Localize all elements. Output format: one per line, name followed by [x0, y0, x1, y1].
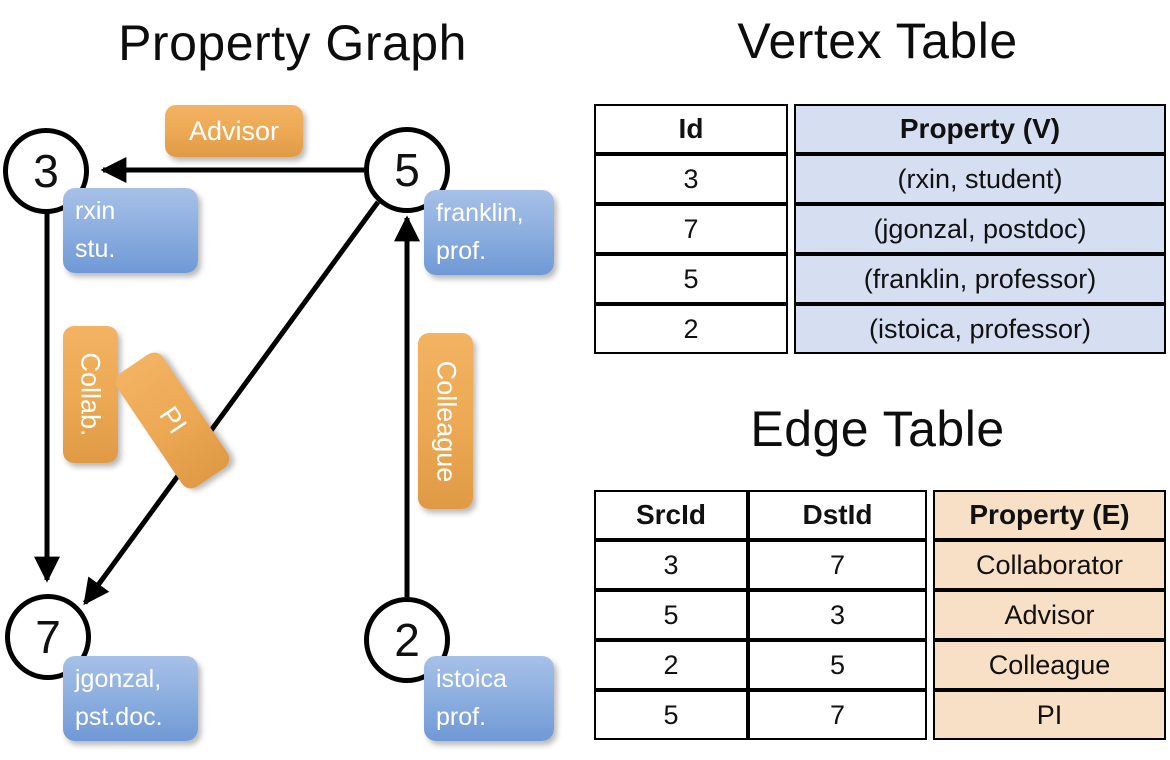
node-property-callout-2: istoica prof.	[424, 656, 554, 741]
edge-table-row[interactable]: 5 3 Advisor	[594, 590, 1166, 640]
edge-label-collab: Collab.	[63, 326, 118, 463]
edge-label-advisor-text: Advisor	[188, 115, 280, 146]
vertex-table-row[interactable]: 3 (rxin, student)	[594, 154, 1166, 204]
node-property-line-1: franklin,	[436, 199, 524, 227]
edge-property-cell: Collaborator	[933, 540, 1166, 590]
edge-table-header-dstid: DstId	[748, 490, 927, 540]
edge-dstid-cell: 7	[748, 540, 927, 590]
vertex-table: Id Property (V) 3 (rxin, student) 7 (jgo…	[594, 104, 1166, 354]
page-title-property-graph: Property Graph	[118, 15, 467, 71]
edge-property-cell: Colleague	[933, 640, 1166, 690]
edge-label-advisor: Advisor	[165, 105, 303, 157]
vertex-table-row[interactable]: 5 (franklin, professor)	[594, 254, 1166, 304]
vertex-property-cell: (jgonzal, postdoc)	[794, 204, 1166, 254]
edge-srcid-cell: 5	[594, 590, 748, 640]
node-property-line-2: prof.	[436, 702, 487, 731]
edge-dstid-cell: 7	[748, 690, 927, 740]
node-property-line-2: stu.	[75, 234, 116, 263]
property-graph-diagram: 3 5 7 2 rxin stu. franklin, prof. jgonza…	[3, 105, 554, 741]
edge-srcid-cell: 2	[594, 640, 748, 690]
edge-table-row[interactable]: 5 7 PI	[594, 690, 1166, 740]
node-property-line-2: prof.	[436, 236, 487, 265]
edge-table-header-srcid: SrcId	[594, 490, 748, 540]
vertex-id-cell: 5	[594, 254, 788, 304]
vertex-id-cell: 3	[594, 154, 788, 204]
vertex-id-cell: 2	[594, 304, 788, 354]
node-property-line-1: rxin	[75, 197, 116, 225]
edge-label-colleague-text: Colleague	[431, 360, 461, 482]
graph-node-2-label: 2	[394, 614, 420, 666]
vertex-table-header-property: Property (V)	[794, 104, 1166, 154]
vertex-property-cell: (rxin, student)	[794, 154, 1166, 204]
edge-property-cell: Advisor	[933, 590, 1166, 640]
edge-dstid-cell: 5	[748, 640, 927, 690]
page-title-vertex-table: Vertex Table	[737, 13, 1018, 69]
edge-srcid-cell: 3	[594, 540, 748, 590]
node-property-callout-7: jgonzal, pst.doc.	[63, 656, 198, 741]
edge-table-row[interactable]: 2 5 Colleague	[594, 640, 1166, 690]
edge-label-collab-text: Collab.	[76, 352, 107, 437]
node-property-line-1: istoica	[436, 665, 507, 693]
edge-label-colleague: Colleague	[418, 333, 473, 509]
edge-srcid-cell: 5	[594, 690, 748, 740]
node-property-line-1: jgonzal,	[75, 665, 162, 693]
graph-edges-svg	[34, 157, 420, 606]
vertex-table-header-row: Id Property (V)	[594, 104, 1166, 154]
edge-line-pi	[82, 200, 381, 606]
edge-table-row[interactable]: 3 7 Collaborator	[594, 540, 1166, 590]
node-property-callout-3: rxin stu.	[63, 188, 198, 273]
edge-table: SrcId DstId Property (E) 3 7 Collaborato…	[594, 490, 1166, 740]
graph-node-5[interactable]: 5	[364, 127, 450, 213]
edge-dstid-cell: 3	[748, 590, 927, 640]
graph-node-2[interactable]: 2	[364, 597, 450, 683]
edge-table-header-property: Property (E)	[933, 490, 1166, 540]
vertex-id-cell: 7	[594, 204, 788, 254]
graph-node-7-label: 7	[35, 611, 61, 663]
vertex-table-row[interactable]: 2 (istoica, professor)	[594, 304, 1166, 354]
vertex-property-cell: (franklin, professor)	[794, 254, 1166, 304]
page-title-edge-table: Edge Table	[750, 401, 1005, 457]
vertex-property-cell: (istoica, professor)	[794, 304, 1166, 354]
edge-table-header-row: SrcId DstId Property (E)	[594, 490, 1166, 540]
node-property-line-2: pst.doc.	[75, 702, 163, 731]
vertex-table-row[interactable]: 7 (jgonzal, postdoc)	[594, 204, 1166, 254]
graph-node-3-label: 3	[33, 145, 59, 197]
graph-node-5-label: 5	[394, 144, 420, 196]
vertex-table-header-id: Id	[594, 104, 788, 154]
node-property-callout-5: franklin, prof.	[424, 190, 554, 275]
edge-property-cell: PI	[933, 690, 1166, 740]
edge-label-pi-text: PI	[153, 401, 193, 440]
